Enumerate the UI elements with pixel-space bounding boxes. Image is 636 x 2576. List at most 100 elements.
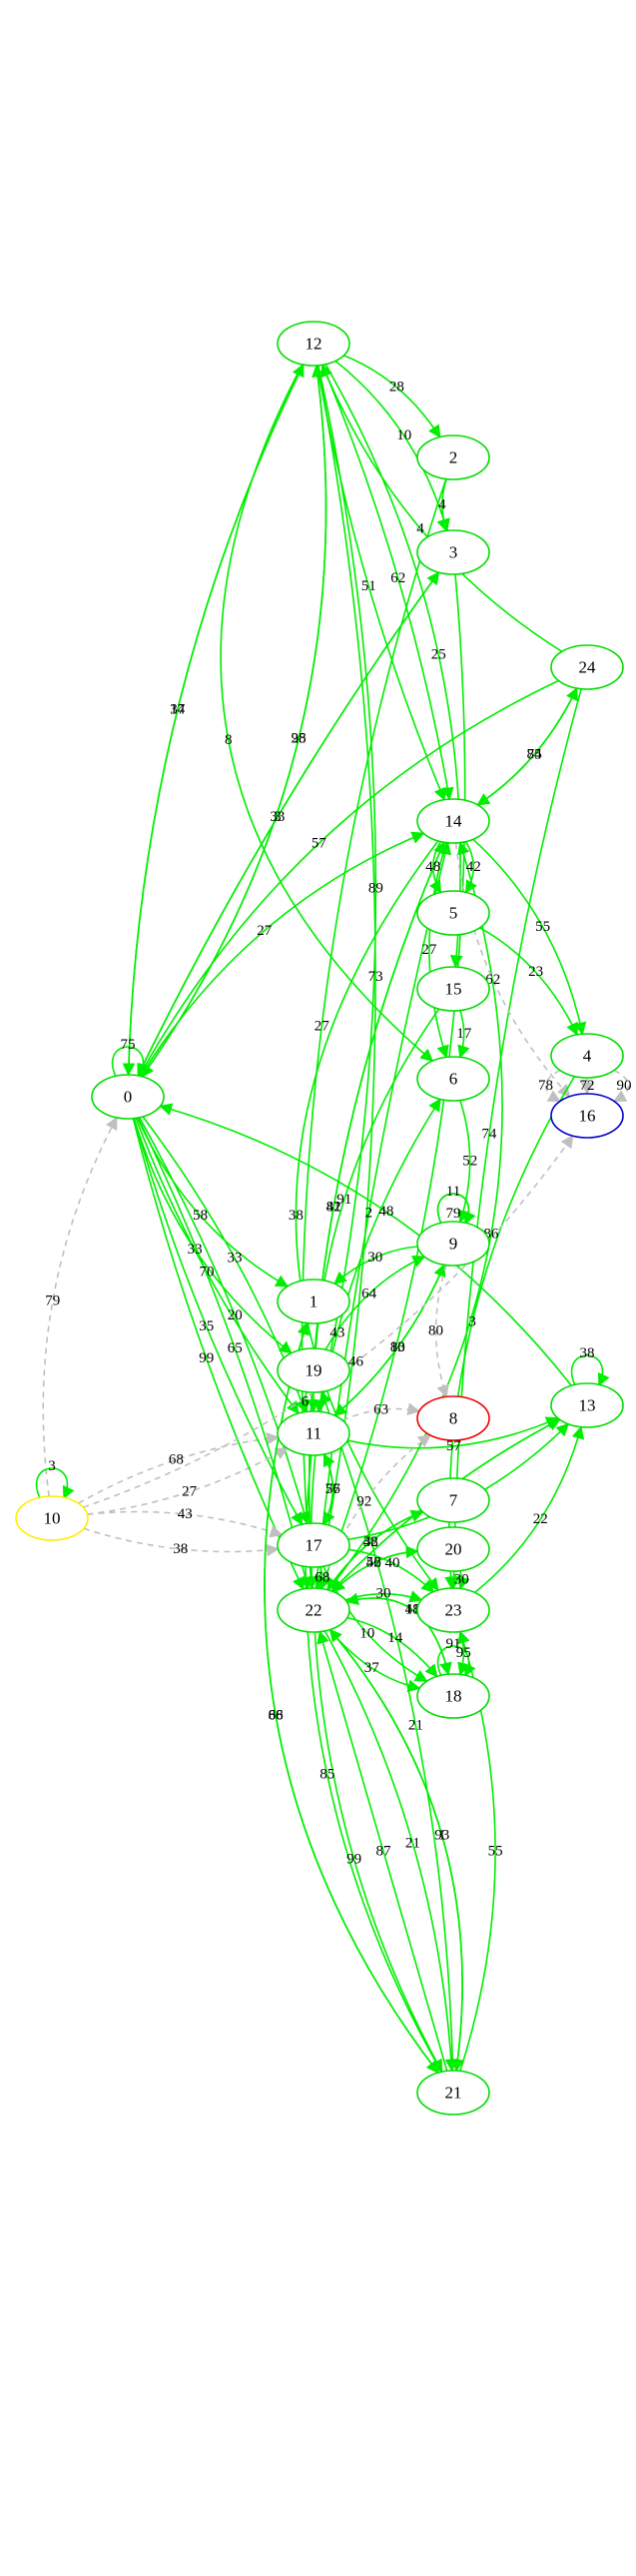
node-14: 14 bbox=[416, 798, 490, 844]
edge-label-12-to-3: 10 bbox=[396, 428, 411, 443]
edge-9-to-9 bbox=[436, 1193, 476, 1226]
node-22-label: 22 bbox=[306, 1601, 322, 1620]
edge-label-10-to-17: 38 bbox=[173, 1541, 188, 1557]
edge-label-22-to-21: 21 bbox=[405, 1835, 420, 1851]
edge-label-0-to-12: 34 bbox=[170, 702, 186, 718]
edge-label-21-to-22: 1 bbox=[438, 1827, 446, 1843]
edge-12-to-6 bbox=[220, 364, 434, 1062]
edge-label-13-to-13: 38 bbox=[580, 1345, 595, 1361]
edge-label-17-to-18: 10 bbox=[359, 1625, 374, 1641]
edge-14-to-24 bbox=[476, 686, 578, 806]
edge-22-to-8 bbox=[319, 1434, 431, 1589]
edge-label-5-to-4: 23 bbox=[528, 964, 543, 980]
node-22: 22 bbox=[277, 1587, 350, 1633]
edge-label-2-to-3: 4 bbox=[438, 497, 446, 513]
edge-0-to-0 bbox=[111, 1046, 151, 1079]
edge-label-18-to-18: 91 bbox=[446, 1636, 461, 1652]
edge-label-12-to-0: 98 bbox=[292, 731, 307, 747]
edge-19-to-11 bbox=[297, 1391, 310, 1413]
node-8: 8 bbox=[416, 1395, 490, 1441]
edge-12-to-3 bbox=[334, 360, 450, 532]
node-18-label: 18 bbox=[445, 1687, 462, 1706]
edge-17-to-11 bbox=[322, 1452, 335, 1525]
edge-22-to-18 bbox=[346, 1616, 438, 1678]
node-10: 10 bbox=[15, 1495, 89, 1541]
edge-12-to-0 bbox=[122, 364, 305, 1077]
node-18-ellipse bbox=[416, 1673, 490, 1719]
edge-0-to-3 bbox=[137, 571, 440, 1077]
edge-7-to-22 bbox=[326, 1510, 423, 1591]
edge-24-to-0 bbox=[138, 679, 559, 1078]
edge-0-to-14 bbox=[140, 831, 425, 1077]
edge-0-to-12 bbox=[141, 364, 327, 1078]
edge-label-11-to-9: 80 bbox=[390, 1339, 405, 1355]
edge-label-0-to-12: 25 bbox=[292, 731, 307, 747]
edge-label-21-to-19: 21 bbox=[408, 1718, 423, 1734]
node-3: 3 bbox=[416, 529, 490, 575]
edge-label-22-to-8: 92 bbox=[356, 1494, 371, 1510]
edge-12-to-2 bbox=[343, 355, 441, 438]
edge-label-19-to-11: 6 bbox=[302, 1394, 310, 1410]
edge-label-14-to-5: 48 bbox=[425, 859, 440, 875]
edge-label-24-to-12: 4 bbox=[416, 520, 424, 536]
edge-label-21-to-23: 55 bbox=[488, 1844, 503, 1860]
node-14-label: 14 bbox=[445, 812, 463, 831]
edge-label-12-to-15: 25 bbox=[431, 647, 446, 663]
edge-label-14-to-23: 38 bbox=[289, 1208, 304, 1224]
edge-label-10-to-17: 43 bbox=[178, 1506, 193, 1522]
node-2-ellipse bbox=[416, 434, 490, 480]
edge-11-to-8 bbox=[341, 1402, 421, 1421]
edge-label-12-to-6: 8 bbox=[225, 732, 233, 748]
edge-21-to-22 bbox=[317, 1630, 448, 2072]
node-20: 20 bbox=[416, 1526, 490, 1572]
edge-label-0-to-14: 27 bbox=[257, 923, 273, 939]
node-24: 24 bbox=[550, 644, 624, 690]
edge-label-22-to-18: 18 bbox=[405, 1602, 420, 1618]
node-8-ellipse bbox=[416, 1395, 490, 1441]
node-8-label: 8 bbox=[449, 1409, 458, 1428]
node-15: 15 bbox=[416, 966, 490, 1012]
edge-label-23-to-18: 95 bbox=[456, 1645, 471, 1661]
node-13-ellipse bbox=[550, 1382, 624, 1428]
edge-label-9-to-9: 11 bbox=[446, 1184, 460, 1200]
edge-label-24-to-23: 74 bbox=[481, 1127, 497, 1143]
edge-label-0-to-0: 75 bbox=[121, 1037, 136, 1053]
edge-10-to-16 bbox=[83, 1135, 574, 1508]
edge-14-to-4 bbox=[472, 838, 587, 1036]
node-5-label: 5 bbox=[449, 904, 458, 923]
edge-20-to-23 bbox=[457, 1570, 470, 1590]
edge-label-11-to-13: 57 bbox=[446, 1438, 462, 1454]
edge-label-4-to-23: 3 bbox=[468, 1313, 476, 1329]
node-5-ellipse bbox=[416, 890, 490, 936]
edge-label-0-to-19: 33 bbox=[188, 1242, 203, 1258]
edge-label-22-to-18: 14 bbox=[387, 1630, 403, 1646]
edge-label-21-to-22: 87 bbox=[376, 1844, 392, 1860]
edge-11-to-13 bbox=[346, 1416, 559, 1449]
node-12-label: 12 bbox=[306, 335, 322, 354]
edge-label-12-to-14: 51 bbox=[361, 578, 376, 594]
edge-label-2-to-22: 27 bbox=[315, 1019, 330, 1035]
edge-label-0-to-11: 70 bbox=[200, 1265, 215, 1281]
edge-label-19-to-9: 64 bbox=[361, 1286, 377, 1301]
node-24-ellipse bbox=[550, 644, 624, 690]
edge-label-14-to-5: 42 bbox=[466, 859, 481, 875]
node-21-ellipse bbox=[416, 2070, 490, 2116]
edge-label-22-to-14: 2 bbox=[365, 1206, 373, 1222]
node-21: 21 bbox=[416, 2070, 490, 2116]
node-16-ellipse bbox=[550, 1093, 624, 1139]
node-7-label: 7 bbox=[449, 1491, 458, 1510]
edge-label-18-to-22: 41 bbox=[405, 1602, 420, 1618]
edge-label-9-to-9: 79 bbox=[446, 1206, 461, 1222]
edge-18-to-22 bbox=[345, 1592, 449, 1675]
node-15-ellipse bbox=[416, 966, 490, 1012]
node-3-ellipse bbox=[416, 529, 490, 575]
node-1-ellipse bbox=[277, 1279, 350, 1324]
edge-label-4-to-16: 90 bbox=[617, 1078, 632, 1094]
edge-label-11-to-17: 56 bbox=[325, 1481, 341, 1497]
edge-10-to-11 bbox=[87, 1447, 289, 1515]
node-10-ellipse bbox=[15, 1495, 89, 1541]
edge-14-to-23 bbox=[295, 840, 439, 1592]
node-16-label: 16 bbox=[579, 1107, 596, 1126]
node-4-ellipse bbox=[550, 1033, 624, 1079]
edge-14-to-16 bbox=[454, 842, 571, 1098]
